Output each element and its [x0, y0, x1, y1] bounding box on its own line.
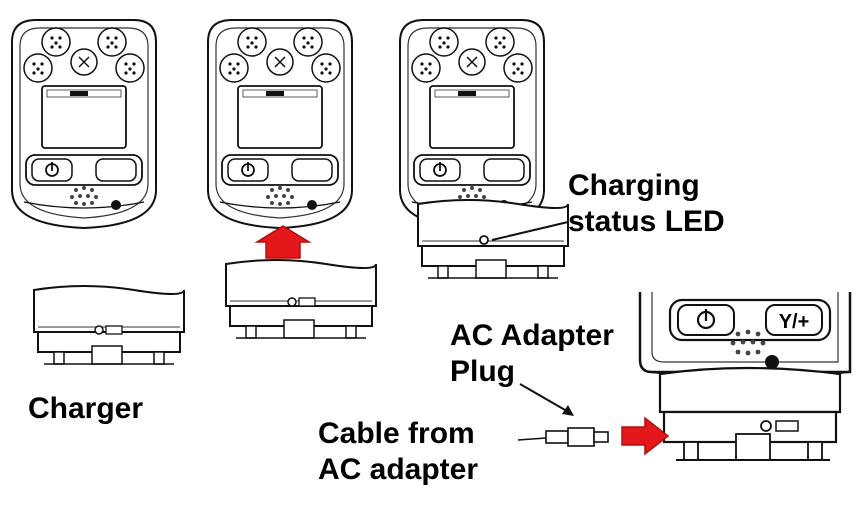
label-line: AC Adapter — [450, 319, 614, 352]
detector-3 — [399, 19, 545, 229]
detector-closeup: Y/+ — [638, 292, 852, 461]
label-line: AC adapter — [318, 453, 479, 486]
up-arrow-icon — [254, 225, 312, 259]
label-line: Charging — [568, 169, 700, 202]
usb-port-icon — [287, 297, 316, 307]
y-plus-icon: Y/+ — [779, 311, 810, 333]
label-line: status LED — [568, 205, 725, 238]
led-icon — [479, 235, 489, 245]
label-charger: Charger — [28, 392, 144, 425]
right-arrow-icon — [621, 416, 670, 456]
charger-standalone — [33, 285, 185, 365]
power-icon — [696, 309, 716, 330]
label-line: Cable from — [318, 417, 475, 450]
usb-port-icon — [94, 325, 123, 335]
label-cable-from-ac-adapter: Cable from AC adapter — [318, 416, 478, 488]
label-line: Plug — [450, 355, 515, 388]
ac-adapter-plug — [517, 427, 609, 447]
detector-2 — [207, 19, 353, 229]
detector-1 — [11, 19, 157, 229]
label-ac-adapter-plug: AC Adapter Plug — [450, 318, 614, 390]
label-charging-status-led: Charging status LED — [568, 168, 725, 240]
